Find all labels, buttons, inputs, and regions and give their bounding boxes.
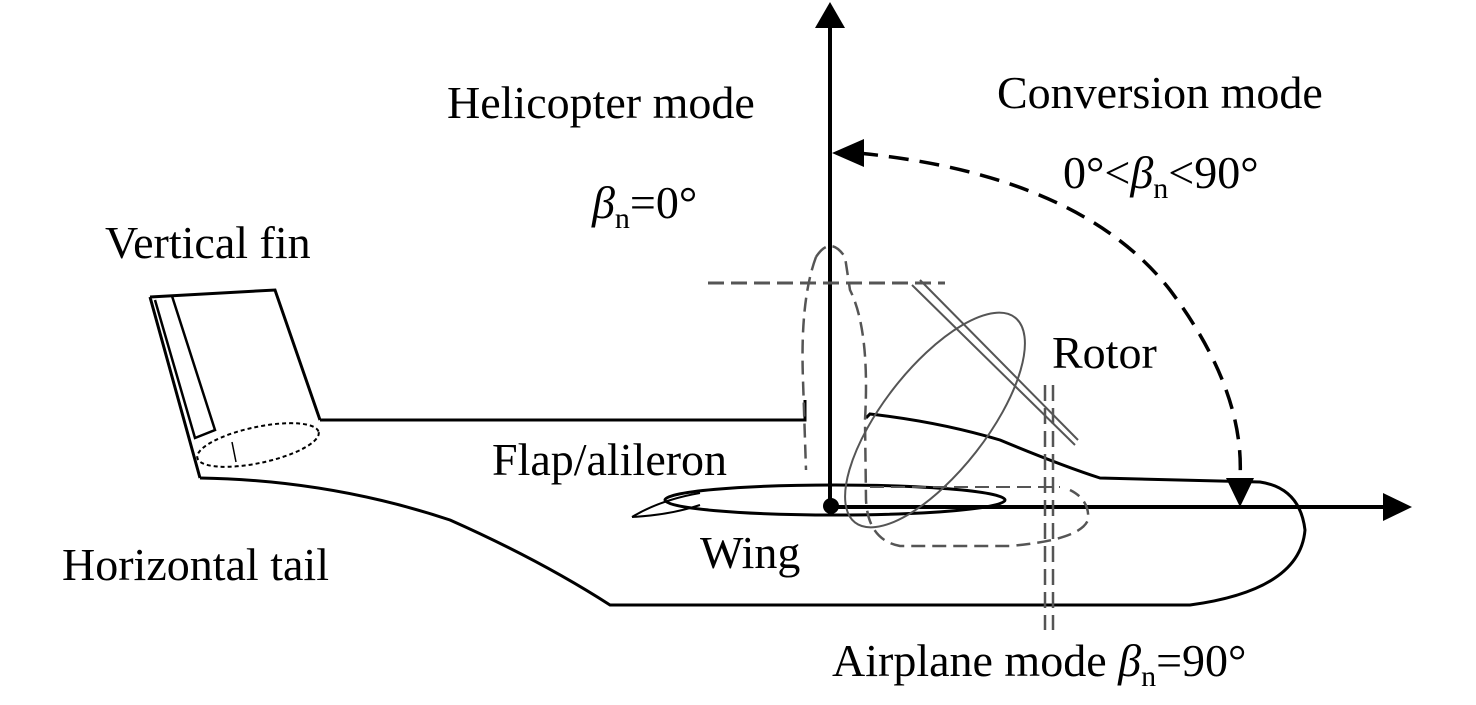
horizontal-tail-surface	[196, 422, 320, 468]
horizontal-tail-label: Horizontal tail	[62, 539, 329, 590]
vertical-fin-label: Vertical fin	[105, 217, 311, 268]
tail-mark	[231, 441, 237, 463]
pivot-point	[823, 498, 839, 514]
helicopter-mode-label: Helicopter mode	[447, 77, 755, 128]
fuselage-top-line	[320, 400, 807, 422]
rotor-label: Rotor	[1052, 327, 1157, 378]
wing-label: Wing	[700, 527, 801, 578]
beta-subscript: n	[1153, 172, 1169, 205]
vertical-axis-arrowhead	[815, 2, 845, 28]
rotor-blade-conversion-b	[919, 279, 1079, 441]
conversion-arc	[857, 151, 1243, 479]
beta-symbol: β	[592, 177, 615, 228]
conversion-arrow-down	[1226, 478, 1254, 507]
vertical-fin	[148, 288, 322, 479]
beta-subscript: n	[614, 202, 630, 235]
rotor-disc-conversion	[844, 311, 1026, 529]
wing-tip	[631, 492, 701, 518]
fin-rudder	[153, 295, 217, 440]
conversion-mode-label: Conversion mode	[997, 67, 1323, 118]
beta-symbol: β	[1130, 147, 1154, 198]
airplane-angle-value: =90°	[1156, 635, 1247, 686]
beta-subscript: n	[1141, 660, 1157, 693]
conversion-range-left: 0°<	[1063, 147, 1131, 198]
wing	[663, 483, 1007, 517]
fuselage-outline	[199, 412, 1307, 607]
conversion-range-label: 0°<βn<90°	[1063, 147, 1259, 204]
rotor-blade-conversion-a	[911, 284, 1076, 446]
conversion-range-right: <90°	[1168, 147, 1259, 198]
beta-symbol: β	[1118, 635, 1142, 686]
nacelle-helicopter	[814, 244, 1090, 548]
helicopter-angle-value: =0°	[629, 177, 698, 228]
helicopter-angle-label: βn=0°	[592, 177, 698, 234]
airplane-mode-label: Airplane mode βn=90°	[832, 635, 1247, 692]
conversion-arrow-up	[832, 139, 864, 167]
airplane-mode-text: Airplane mode	[832, 635, 1119, 686]
horizontal-axis-arrowhead	[1383, 493, 1412, 521]
nacelle-helicopter-left	[801, 256, 818, 471]
flap-aileron-label: Flap/alileron	[492, 434, 728, 485]
